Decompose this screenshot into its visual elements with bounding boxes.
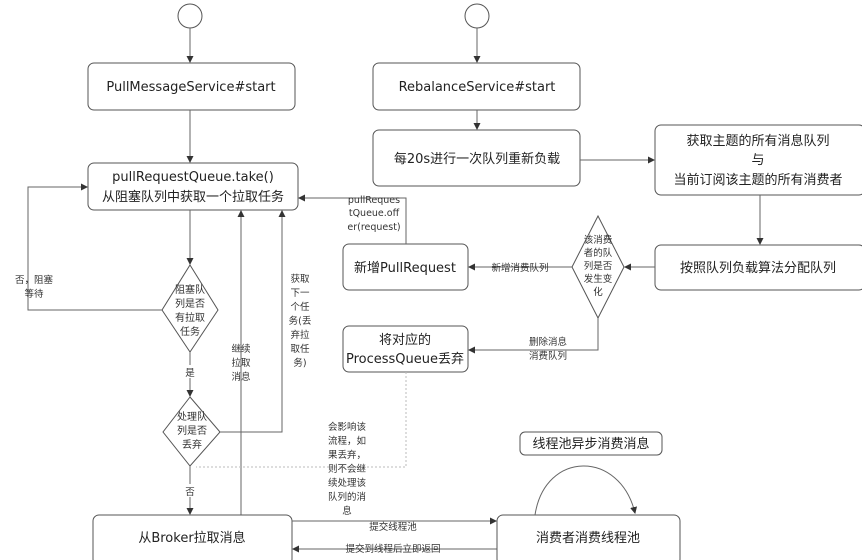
queue-changed-label: 该消费	[584, 234, 613, 246]
consumer-pool-label: 消费者消费线程池	[536, 531, 640, 546]
edge-label: 否，阻塞	[15, 274, 54, 286]
pull-service-start-box	[87, 62, 296, 111]
get-queues-label: 当前订阅该主题的所有消费者	[673, 172, 842, 188]
edge-label: 弃拉	[290, 329, 310, 341]
edge-label: 否	[185, 487, 195, 498]
has-task-label: 列是否	[175, 297, 205, 310]
edge-next-task	[220, 210, 286, 433]
edge-label: 继续	[231, 343, 251, 355]
note-text: 续处理该	[328, 477, 366, 489]
edge-label: 删除消息	[529, 336, 567, 348]
discarded-label: 丢弃	[182, 438, 202, 451]
start-node-pull	[177, 3, 203, 29]
discarded-label: 处理队	[177, 410, 207, 423]
edge-label: 拉取	[231, 357, 251, 369]
new-pull-request-label: 新增PullRequest	[354, 260, 456, 276]
edge-label: pullReques	[348, 195, 400, 206]
consumer-pool-box	[496, 514, 681, 560]
has-task-label: 有拉取	[175, 311, 205, 324]
every-20s-box	[372, 129, 581, 187]
edge-label: 等待	[24, 288, 44, 300]
edge-label: 务)	[293, 357, 306, 369]
edge-label: er(request)	[347, 222, 400, 233]
broker-pull-box	[92, 514, 293, 560]
has-task-label: 阻塞队	[175, 283, 205, 296]
edge-label: 消费队列	[529, 350, 567, 362]
queue-changed-label: 列是否	[584, 260, 613, 272]
edge-label: 务(丢	[289, 315, 312, 327]
take-task-box	[87, 162, 299, 211]
allocate-label: 按照队列负载算法分配队列	[680, 261, 836, 276]
edge-label: tQueue.off	[349, 208, 400, 219]
take-task-label: 从阻塞队列中获取一个拉取任务	[102, 189, 284, 205]
edge-label: 消息	[231, 371, 250, 383]
note-text: 会影响该	[328, 421, 366, 433]
queue-changed-label: 发生变	[584, 273, 613, 285]
edge-label: 获取	[290, 274, 310, 285]
every-20s-label: 每20s进行一次队列重新负载	[394, 151, 560, 167]
has-task-label: 任务	[180, 325, 200, 338]
edge-label: 个任	[290, 301, 310, 313]
edge-remove-queue	[468, 318, 599, 354]
edge-offer	[298, 194, 407, 244]
edge-label: 新增消费队列	[491, 262, 548, 274]
get-queues-label: 获取主题的所有消息队列	[686, 133, 829, 149]
edge-label: 是	[185, 368, 195, 379]
edge-label: 提交到线程后立即返回	[345, 543, 440, 555]
note-text: 则不会继	[328, 463, 367, 475]
start-node-rebalance	[464, 3, 490, 29]
dotted-influence-line	[196, 372, 407, 468]
note-text: 果丢弃，	[328, 449, 366, 461]
pull-service-start-label: PullMessageService#start	[106, 80, 275, 95]
note-text: 队列的消	[328, 491, 366, 503]
edge-no-block	[27, 183, 162, 311]
drop-process-queue-label: 将对应的	[379, 332, 431, 348]
edge-label: 提交线程池	[369, 521, 417, 533]
async-consume-label: 线程池异步消费消息	[532, 436, 649, 452]
edge-label: 下一	[290, 288, 310, 299]
edge-label: 取任	[290, 343, 310, 355]
discarded-label: 列是否	[177, 424, 207, 437]
rebalance-start-label: RebalanceService#start	[399, 80, 556, 95]
get-queues-label: 与	[751, 153, 764, 168]
broker-pull-label: 从Broker拉取消息	[138, 530, 245, 546]
note-text: 流程，如	[328, 435, 366, 447]
async-consume-label-box	[519, 431, 663, 456]
queue-changed-label: 者的队	[584, 247, 613, 259]
note-text: 息	[342, 505, 352, 517]
drop-process-queue-label: ProcessQueue丢弃	[346, 352, 464, 367]
queue-changed-label: 化	[593, 286, 603, 298]
self-loop-arc	[534, 465, 638, 516]
take-task-label: pullRequestQueue.take()	[112, 170, 274, 185]
